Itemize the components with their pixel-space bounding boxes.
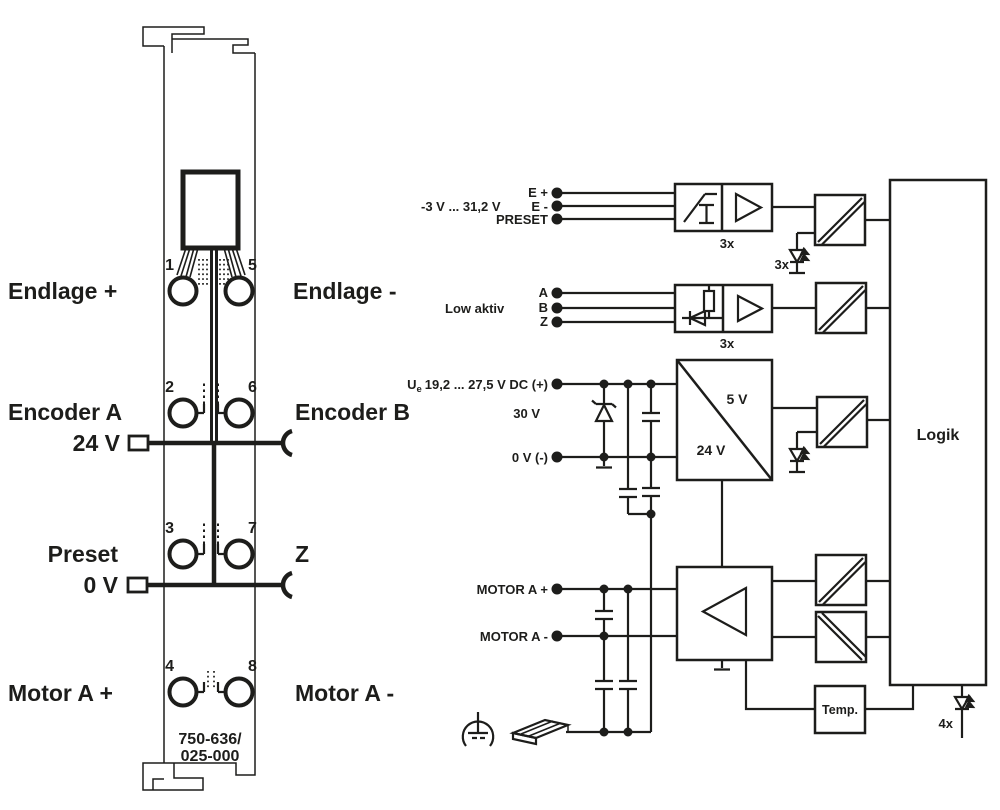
pin-number-1: 1 [165,257,174,274]
motor-filter-capacitors [595,589,637,732]
galvanic-isolation-icon [815,395,869,449]
part-number-line1: 750-636/ [178,731,242,748]
field-terminal-24v [127,428,293,458]
status-led-power [788,430,817,474]
status-led-encoder: 3x [775,231,815,275]
clamp-dot-grid [198,259,229,287]
diode-pullup-icon [682,285,722,327]
input-stage-box [673,182,774,233]
earth-ground-icon [461,712,495,747]
label-motor-a-minus: Motor A - [295,680,394,706]
amplifier-icon [734,192,764,223]
galvanic-isolation-icon-reversed [814,610,868,664]
block-schematic: -3 V ... 31,2 V E + E - PRESET 3x [407,178,988,747]
grounding-section [461,712,651,747]
terminal-square-0v [126,576,149,594]
channel-count-3x: 3x [720,336,735,351]
label-24v: 24 V [73,430,121,456]
led-icon [953,695,971,712]
wire-bundle [176,247,246,287]
terminal-square-24v [127,434,150,452]
label-motor-a-plus: Motor A + [8,680,113,706]
signal-e-plus: E + [528,185,548,200]
label-encoder-b: Encoder B [295,399,410,425]
part-number-line2: 025-000 [181,748,240,765]
pin-number-8: 8 [248,658,257,675]
abz-input-section: Low aktiv A B Z 3x [445,281,890,351]
contact-1 [167,275,199,307]
label-endlage-minus: Endlage - [293,278,397,304]
module-outline [142,26,256,791]
label-z: Z [295,541,309,567]
contact-3 [167,538,199,570]
contact-7 [223,538,255,570]
galvanic-isolation-icon [814,553,868,607]
driver-amplifier-icon [700,586,748,637]
contact-stubs [196,382,226,694]
open-clamp-icon [280,570,293,600]
led-icon [788,248,806,265]
internal-power-rail [210,248,218,585]
signal-e-minus: E - [531,199,548,214]
signal-a: A [539,285,549,300]
status-led-group: 4x [939,685,976,738]
motor-driver-block [675,565,774,662]
led-icon [788,447,806,464]
current-limiter-icon [683,192,717,225]
label-encoder-a: Encoder A [8,399,122,425]
pin-number-2: 2 [165,379,174,396]
contact-8 [223,676,255,708]
label-preset: Preset [48,541,119,567]
signal-z: Z [540,314,548,329]
signal-preset: PRESET [496,212,548,227]
motor-plus-label: MOTOR A + [477,582,549,597]
dc-dc-converter: 5 V 24 V [675,358,774,482]
dcdc-primary-label: 24 V [697,442,726,458]
contact-4 [167,676,199,708]
zener-voltage-label: 30 V [513,406,540,421]
amplifier-icon [736,294,765,323]
plug-connector [180,169,241,251]
field-terminal-0v [126,570,293,600]
pin-number-6: 6 [248,379,257,396]
zener-diode-icon [591,384,617,457]
signal-b: B [539,300,548,315]
pin-number-5: 5 [248,257,257,274]
pin-number-4: 4 [165,658,174,675]
dcdc-secondary-label: 5 V [726,391,748,407]
input-range-label: -3 V ... 31,2 V [421,199,501,214]
logic-label: Logik [917,427,960,444]
led-count-3x: 3x [775,257,790,272]
channel-count-3x: 3x [720,236,735,251]
signal-ground-icon [714,660,730,671]
label-endlage-plus: Endlage + [8,278,117,304]
contact-6 [223,397,255,429]
temp-label: Temp. [822,703,858,717]
label-0v: 0 V [83,572,118,598]
temp-block: Temp. [813,684,915,735]
motor-minus-label: MOTOR A - [480,629,548,644]
logic-block: Logik [888,178,988,687]
zero-volt-label: 0 V (-) [512,450,548,465]
open-clamp-icon [280,428,293,458]
led-count-4x: 4x [939,716,954,731]
motor-section: MOTOR A + MOTOR A - [477,553,890,732]
contact-5 [223,275,255,307]
pin-number-3: 3 [165,520,174,537]
low-aktiv-label: Low aktiv [445,301,505,316]
encoder-input-section: -3 V ... 31,2 V E + E - PRESET 3x [421,182,890,275]
contact-2 [167,397,199,429]
pin-number-7: 7 [248,520,257,537]
galvanic-isolation-icon [814,281,868,335]
filter-capacitors-top [619,384,660,732]
io-module-drawing: 1 5 2 6 3 7 4 8 [8,26,410,791]
galvanic-isolation-icon [813,193,867,247]
din-rail-icon [509,718,572,746]
